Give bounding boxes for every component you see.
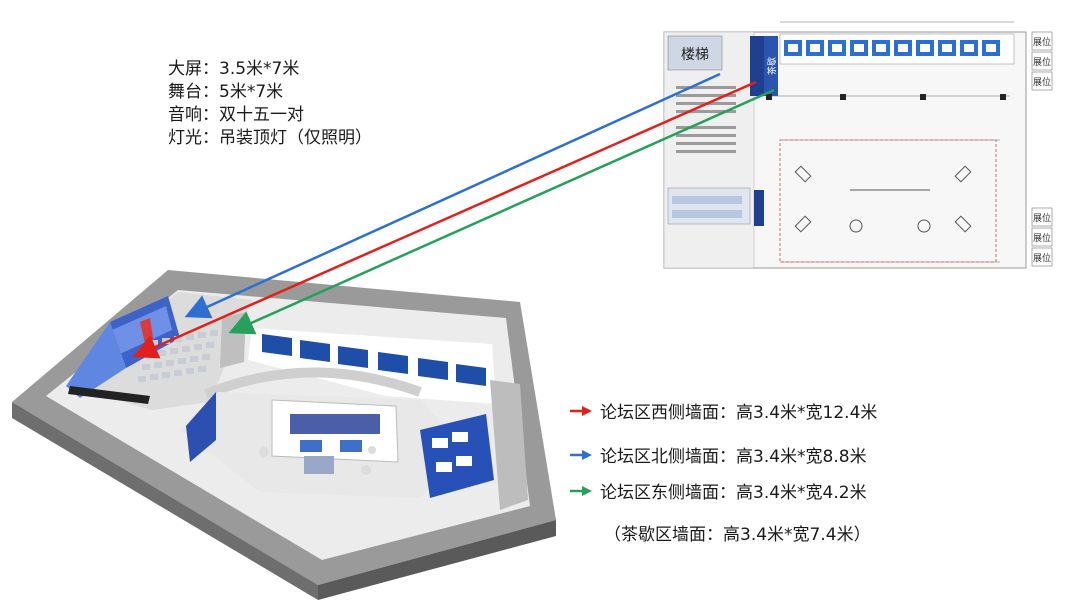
side-label: 展位 bbox=[1033, 36, 1051, 48]
plan-side-labels: 展位 展位 展位 展位 展位 展位 bbox=[1032, 32, 1052, 266]
side-label: 展位 bbox=[1033, 252, 1051, 264]
tea-area-note: （茶歇区墙面：高3.4米*宽7.4米） bbox=[604, 520, 871, 545]
wall-row-west: 论坛区西侧墙面：高3.4米*宽12.4米 bbox=[570, 398, 877, 423]
blue-arrow-icon bbox=[570, 449, 592, 461]
floor-plan: 楼梯 茶歇 bbox=[664, 22, 1052, 268]
wall-row-east: 论坛区东侧墙面：高3.4米*宽4.2米 bbox=[570, 478, 867, 503]
side-label: 展位 bbox=[1033, 56, 1051, 68]
stair-label: 楼梯 bbox=[681, 47, 709, 63]
side-label: 展位 bbox=[1033, 212, 1051, 224]
wall-label-north: 论坛区北侧墙面：高3.4米*宽8.8米 bbox=[600, 442, 867, 467]
venue-3d-model bbox=[12, 270, 556, 600]
side-label: 展位 bbox=[1033, 232, 1051, 244]
tea-label: 茶歇 bbox=[766, 57, 778, 75]
side-label: 展位 bbox=[1033, 76, 1051, 88]
north-wall-arrow bbox=[196, 74, 720, 312]
green-arrow-icon bbox=[570, 485, 592, 497]
wall-label-east: 论坛区东侧墙面：高3.4米*宽4.2米 bbox=[600, 478, 867, 503]
red-arrow-icon bbox=[570, 405, 592, 417]
wall-row-north: 论坛区北侧墙面：高3.4米*宽8.8米 bbox=[570, 442, 867, 467]
plan-screen-wall bbox=[750, 36, 764, 96]
wall-label-west: 论坛区西侧墙面：高3.4米*宽12.4米 bbox=[600, 398, 877, 423]
